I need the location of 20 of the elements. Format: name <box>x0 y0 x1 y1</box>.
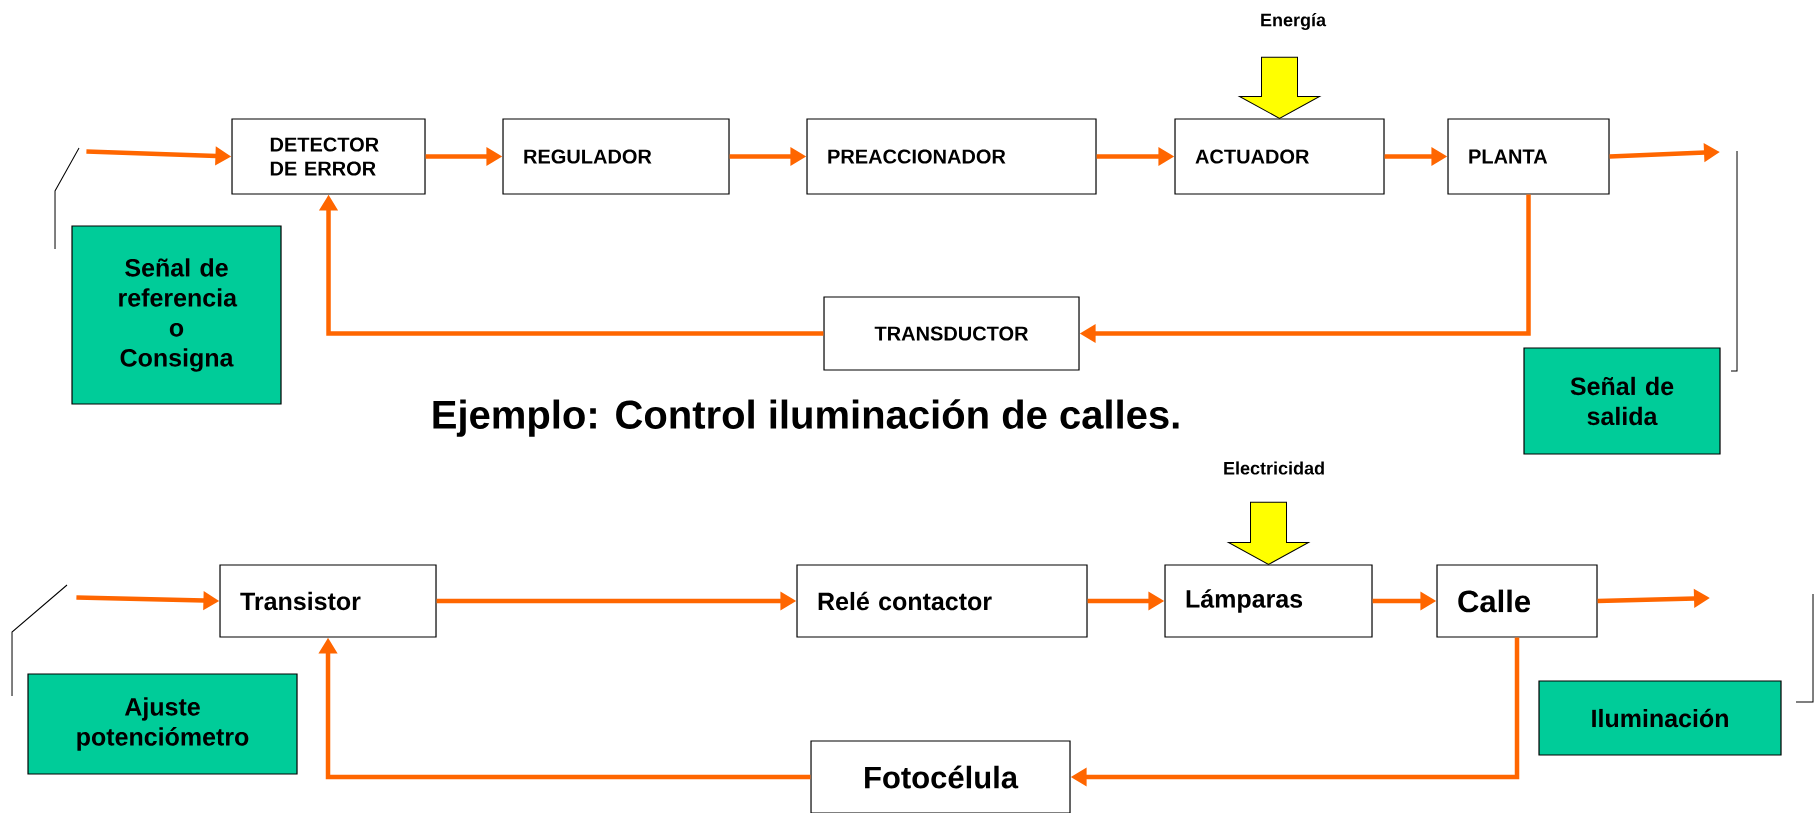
process-box: PLANTA <box>1447 118 1610 195</box>
signal-box: Ajuste potenciómetro <box>27 673 298 775</box>
process-box: Transistor <box>219 564 437 638</box>
process-box: Relé contactor <box>796 564 1088 638</box>
process-box: ACTUADOR <box>1174 118 1385 195</box>
block-arrow <box>1228 501 1309 565</box>
process-box: DETECTOR DE ERROR <box>231 118 426 195</box>
process-box: TRANSDUCTOR <box>823 296 1080 371</box>
process-box: REGULADOR <box>502 118 730 195</box>
input-label: Electricidad <box>1224 461 1324 475</box>
process-box: PREACCIONADOR <box>806 118 1097 195</box>
signal-box: Señal de salida <box>1523 347 1721 455</box>
process-box: Lámparas <box>1164 564 1373 638</box>
heading: Ejemplo: Control iluminación de calles. <box>433 399 1179 437</box>
signal-box: Señal de referencia o Consigna <box>71 225 282 405</box>
block-arrow <box>1239 56 1320 119</box>
process-box: Calle <box>1436 564 1598 638</box>
signal-box: Iluminación <box>1538 680 1782 756</box>
process-box: Fotocélula <box>810 740 1071 813</box>
input-label: Energía <box>1261 13 1327 30</box>
